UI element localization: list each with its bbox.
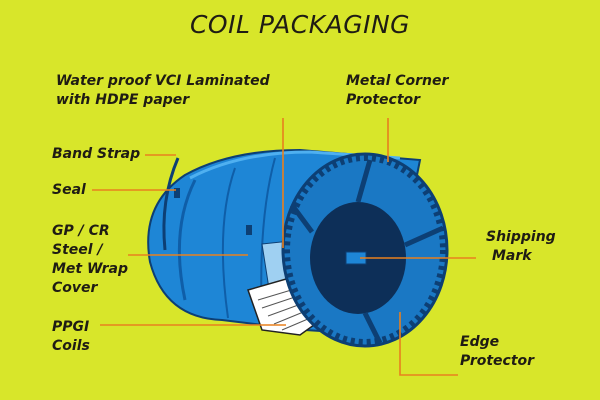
seal-clip-1 [174, 188, 180, 198]
label-edge-protector: Edge Protector [460, 334, 535, 369]
label-gp-cr: GP / CR Steel / Met Wrap Cover [52, 223, 128, 296]
spoke-left [289, 203, 315, 234]
leader-lines [92, 118, 476, 376]
wrap-fold-1 [177, 179, 197, 301]
label-shipping-mark: Shipping Mark [486, 229, 556, 264]
spoke-bottom [362, 311, 383, 345]
leader-edge-protector [399, 312, 458, 376]
spoke-top [355, 159, 373, 203]
band-strap-graphic [162, 157, 180, 251]
metal-corner-protector-ring [284, 155, 446, 345]
label-water-proof: Water proof VCI Laminated with HDPE pape… [56, 73, 270, 108]
label-band-strap: Band Strap [52, 146, 141, 162]
wrap-fold-2 [221, 167, 236, 319]
spoke-right [403, 225, 445, 248]
top-highlight [189, 150, 401, 180]
label-metal-corner: Metal Corner Protector [346, 73, 449, 108]
diagram-title: COIL PACKAGING [189, 10, 411, 39]
label-seal: Seal [52, 182, 86, 198]
seal-clip-2 [246, 225, 252, 235]
label-ppgi: PPGI Coils [52, 319, 90, 354]
